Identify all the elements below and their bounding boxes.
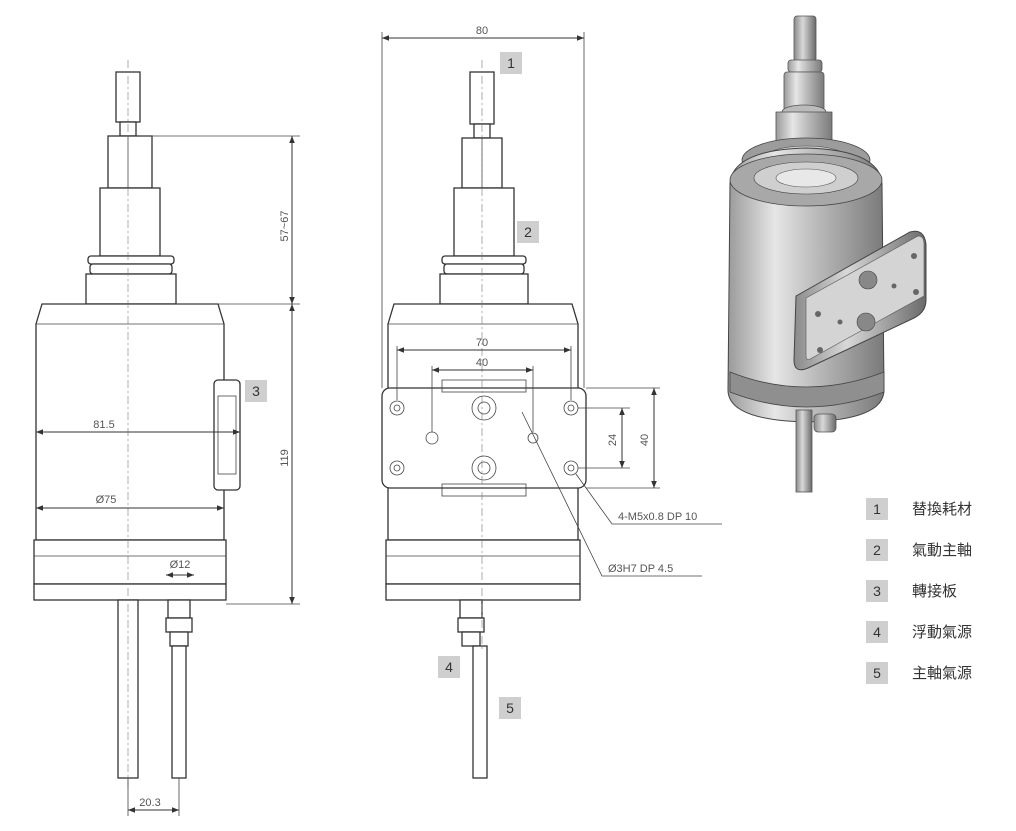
legend-label: 主軸氣源 [912,664,973,682]
legend-item: 4 浮動氣源 [866,611,1006,652]
callout-4: 4 [445,659,453,675]
dim-24: 24 [607,434,619,446]
shaft [107,135,153,189]
dim-57-67: 57~67 [279,211,291,242]
dim-80: 80 [476,25,488,37]
float-hose [171,645,187,779]
isometric-render [727,15,927,493]
side-view: 57~67 119 81.5 Ø75 Ø12 20.3 3 [33,60,300,816]
legend-item: 1 替換耗材 [866,488,1006,529]
callout-3: 3 [252,383,260,399]
dim-40-side: 40 [639,434,651,446]
legend-item: 2 氣動主軸 [866,529,1006,570]
dim-75: Ø75 [96,494,117,506]
dim-40-top: 40 [476,357,488,369]
front-view: 80 70 40 24 40 4-M5x0.8 DP 10 Ø3H7 DP 4.… [381,25,722,779]
legend-num: 3 [866,579,888,602]
callout-1: 1 [507,55,515,71]
legend-label: 替換耗材 [912,500,973,518]
legend-num: 4 [866,620,888,643]
legend-num: 5 [866,661,888,684]
callout-2: 2 [524,224,532,240]
legend-label: 氣動主軸 [912,541,973,559]
callout-3-box [245,380,267,402]
legend-label: 浮動氣源 [912,623,973,641]
dim-81-5: 81.5 [93,419,114,431]
note-tapped-holes: 4-M5x0.8 DP 10 [618,511,697,523]
legend-num: 2 [866,538,888,561]
legend-label: 轉接板 [912,582,958,600]
note-pin-hole: Ø3H7 DP 4.5 [608,563,673,575]
spindle-body [35,303,225,541]
dim-119: 119 [279,449,291,467]
legend-item: 5 主軸氣源 [866,652,1006,693]
dim-20-3: 20.3 [139,797,160,809]
adapter-plate-front [381,387,587,489]
callout-5: 5 [506,700,514,716]
legend: 1 替換耗材 2 氣動主軸 3 轉接板 4 浮動氣源 5 主軸氣源 [866,488,1006,693]
legend-num: 1 [866,497,888,520]
dim-12: Ø12 [170,559,191,571]
adapter-plate-side [213,379,241,491]
dim-70: 70 [476,337,488,349]
legend-item: 3 轉接板 [866,570,1006,611]
mounting-holes [389,395,579,481]
